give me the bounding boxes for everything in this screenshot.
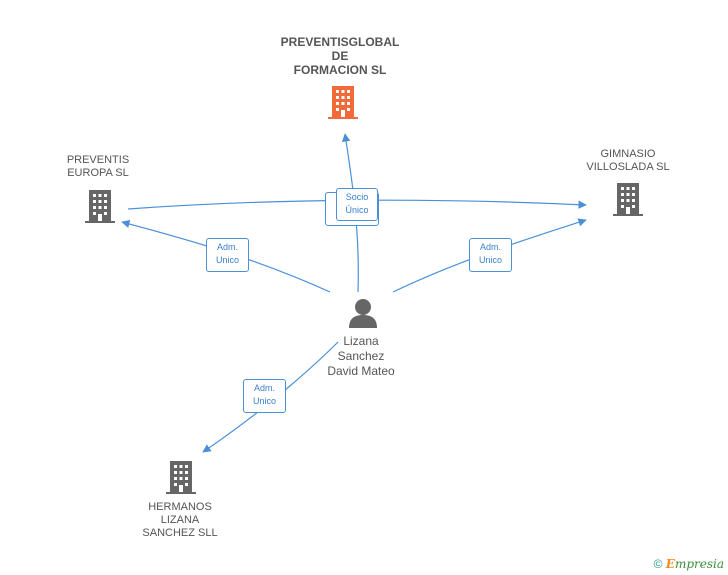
relation-label-line: Adm. xyxy=(216,242,238,252)
node-label-line: EUROPA SL xyxy=(67,167,129,179)
relation-label-socio-unico[interactable]: Socio Único xyxy=(336,188,378,221)
relation-label-line: Socio xyxy=(345,192,369,202)
node-label-line: PREVENTIS xyxy=(66,154,130,166)
node-label-line: HERMANOS xyxy=(148,501,212,513)
relation-label-line: Unico xyxy=(252,396,276,406)
node-label-person[interactable]: Lizana Sanchez David Mateo xyxy=(311,334,411,379)
node-label-line: DE xyxy=(331,49,349,63)
relation-label-line: Único xyxy=(345,205,369,215)
node-label-gimnasio[interactable]: GIMNASIO VILLOSLADA SL xyxy=(576,148,680,174)
node-label-line: FORMACION SL xyxy=(293,63,387,77)
person-icon[interactable] xyxy=(349,299,377,328)
relation-label-line: Unico xyxy=(478,255,502,265)
node-label-hermanos[interactable]: HERMANOS LIZANA SANCHEZ SLL xyxy=(128,501,232,540)
node-label-line: SANCHEZ SLL xyxy=(142,527,218,539)
node-label-line: Lizana xyxy=(343,334,379,348)
relation-label-adm-hermanos[interactable]: Adm. Unico xyxy=(243,379,286,413)
copyright-icon: © xyxy=(653,557,663,571)
relation-label-line: Adm. xyxy=(479,242,501,252)
node-label-line: PREVENTISGLOBAL xyxy=(280,35,400,49)
brand-logo[interactable]: Empresia xyxy=(666,557,724,571)
relation-label-line: Adm. xyxy=(253,383,275,393)
relation-label-adm-gimnasio[interactable]: Adm. Unico xyxy=(469,238,512,272)
relation-label-adm-preventis[interactable]: Adm. Unico xyxy=(206,238,249,272)
relation-label-line: Unico xyxy=(215,255,239,265)
node-label-line: Sanchez xyxy=(337,349,385,363)
building-icon[interactable] xyxy=(328,86,358,119)
brand-footer: © Empresia xyxy=(654,557,724,571)
node-label-line: LIZANA xyxy=(160,514,200,526)
node-label-line: David Mateo xyxy=(327,364,395,378)
brand-logo-rest: mpresia xyxy=(674,557,724,571)
building-icon[interactable] xyxy=(166,461,196,494)
node-label-preventisglobal[interactable]: PREVENTISGLOBAL DE FORMACION SL xyxy=(270,35,410,77)
building-icon[interactable] xyxy=(85,190,115,223)
node-label-line: VILLOSLADA SL xyxy=(586,161,670,173)
node-label-preventis-europa[interactable]: PREVENTIS EUROPA SL xyxy=(48,154,148,180)
building-icon[interactable] xyxy=(613,183,643,216)
brand-logo-initial: E xyxy=(665,557,675,571)
node-label-line: GIMNASIO xyxy=(600,148,656,160)
